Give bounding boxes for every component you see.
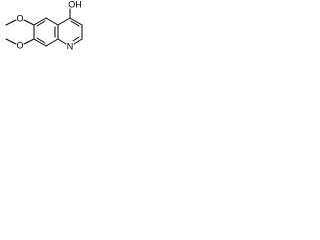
bond-n1-c8a [57, 38, 67, 45]
bond-c8-c8a [45, 38, 59, 47]
double-bond-c4-c3 [70, 20, 80, 27]
hydroxyl-label: OH [68, 0, 82, 9]
bond-c4-c3 [69, 17, 83, 26]
molecule-diagram: OH N O O [0, 0, 106, 74]
bond-c7-o [23, 38, 35, 45]
structure-canvas: OH N O O [5, 0, 83, 51]
methoxy-oxygen-7-label: O [16, 40, 23, 50]
double-bond-c7-c8 [36, 37, 46, 44]
bond-c5-c6 [33, 17, 47, 26]
double-bond-c5-c6 [36, 20, 46, 27]
ring-nitrogen-label: N [67, 41, 74, 51]
bond-c6-o [23, 19, 35, 26]
bond-c4a-c4 [57, 17, 71, 26]
methoxy-oxygen-6-label: O [16, 13, 23, 23]
bond-c4a-c5 [45, 17, 59, 26]
bond-c7-c8 [33, 38, 47, 47]
bond-c2-n1 [73, 38, 83, 45]
double-bond-c2-n1 [72, 36, 80, 42]
bond-o-ch3-top [5, 19, 17, 26]
bond-o-ch3-bottom [5, 38, 17, 45]
